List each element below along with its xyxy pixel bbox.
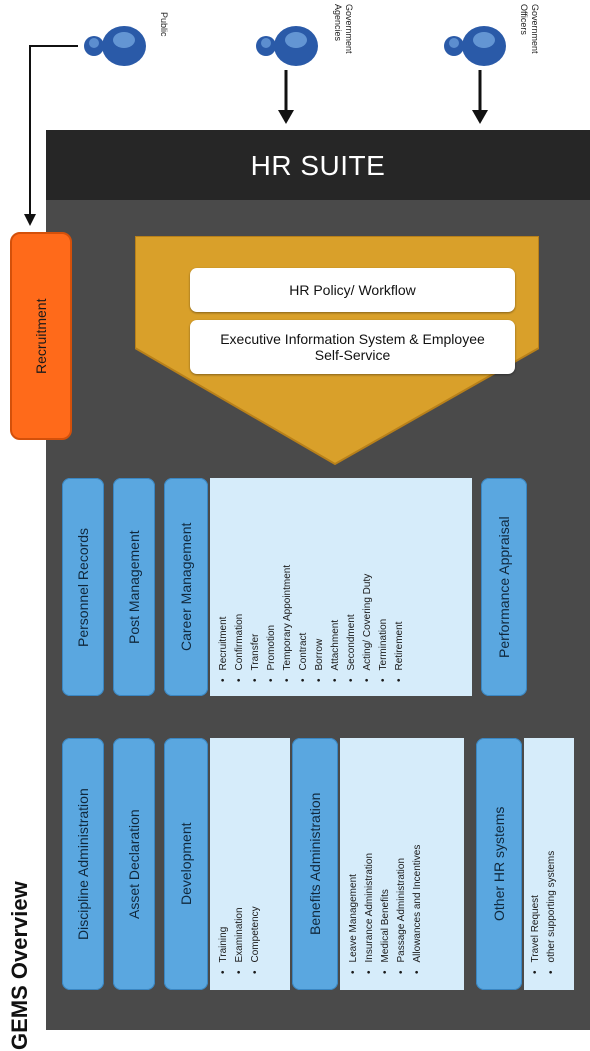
list-item: Travel Request [528,744,544,984]
performance-appraisal-label: Performance Appraisal [496,516,512,658]
list-item: Contract [296,484,312,692]
benefits-items: Leave Management Insurance Administratio… [346,744,460,984]
benefits-administration-module [292,738,338,990]
list-item: Acting/ Covering Duty [360,484,376,692]
list-item: Secondment [344,484,360,692]
eis-employee-self-service-box: Executive Information System & Employee … [190,320,515,374]
performance-appraisal-module [481,478,527,696]
development-items: Training Examination Competency [216,744,286,984]
list-item: Temporary Appointment [280,484,296,692]
user-group-icon [256,26,318,66]
list-item: Medical Benefits [378,744,394,984]
actor-government-agencies [252,24,322,68]
recruitment-label: Recruitment [33,298,49,374]
personnel-records-module [62,478,104,696]
list-item: Leave Management [346,744,362,984]
arrow-down-icon [278,110,294,124]
arrow-down-icon [472,110,488,124]
career-management-label: Career Management [178,522,194,652]
post-management-label: Post Management [126,530,142,644]
asset-declaration-label: Asset Declaration [126,809,142,919]
discipline-administration-module [62,738,104,990]
asset-declaration-module [113,738,155,990]
list-item: Insurance Administration [362,744,378,984]
list-item: Competency [248,744,264,984]
actor-government-officers [440,24,510,68]
recruitment-module [10,232,72,440]
connector-lines [24,45,488,226]
other-hr-systems-module [476,738,522,990]
list-item: Allowances and Incentives [410,744,426,984]
actor-agencies-label: Government Agencies [333,4,354,54]
list-item: Confirmation [232,484,248,692]
post-management-module [113,478,155,696]
public-connector [29,45,78,216]
list-item: Examination [232,744,248,984]
list-item: Borrow [312,484,328,692]
list-item: Termination [376,484,392,692]
hr-suite-title: HR SUITE [250,150,386,181]
list-item: Attachment [328,484,344,692]
list-item: Passage Administration [394,744,410,984]
other-hr-systems-label: Other HR systems [491,806,507,922]
user-group-icon [84,26,146,66]
hr-policy-workflow-box: HR Policy/ Workflow [190,268,515,312]
personnel-records-label: Personnel Records [75,527,91,647]
user-group-icon [444,26,506,66]
page-title: GEMS Overview [7,881,32,1050]
list-item: Training [216,744,232,984]
arrow-down-icon [24,214,36,226]
list-item: other supporting systems [544,744,560,984]
career-management-items: Recruitment Confirmation Transfer Promot… [216,484,468,692]
other-hr-items: Travel Request other supporting systems [528,744,570,984]
benefits-administration-label: Benefits Administration [307,792,323,936]
career-management-module [164,478,208,696]
actor-public [80,24,150,68]
list-item: Recruitment [216,484,232,692]
actor-public-label: Public [159,12,169,37]
list-item: Promotion [264,484,280,692]
development-label: Development [178,822,194,906]
development-module [164,738,208,990]
discipline-administration-label: Discipline Administration [75,788,91,940]
list-item: Transfer [248,484,264,692]
actor-officers-label: Government Officers [519,4,540,54]
list-item: Retirement [392,484,408,692]
hr-suite-header [46,130,590,200]
